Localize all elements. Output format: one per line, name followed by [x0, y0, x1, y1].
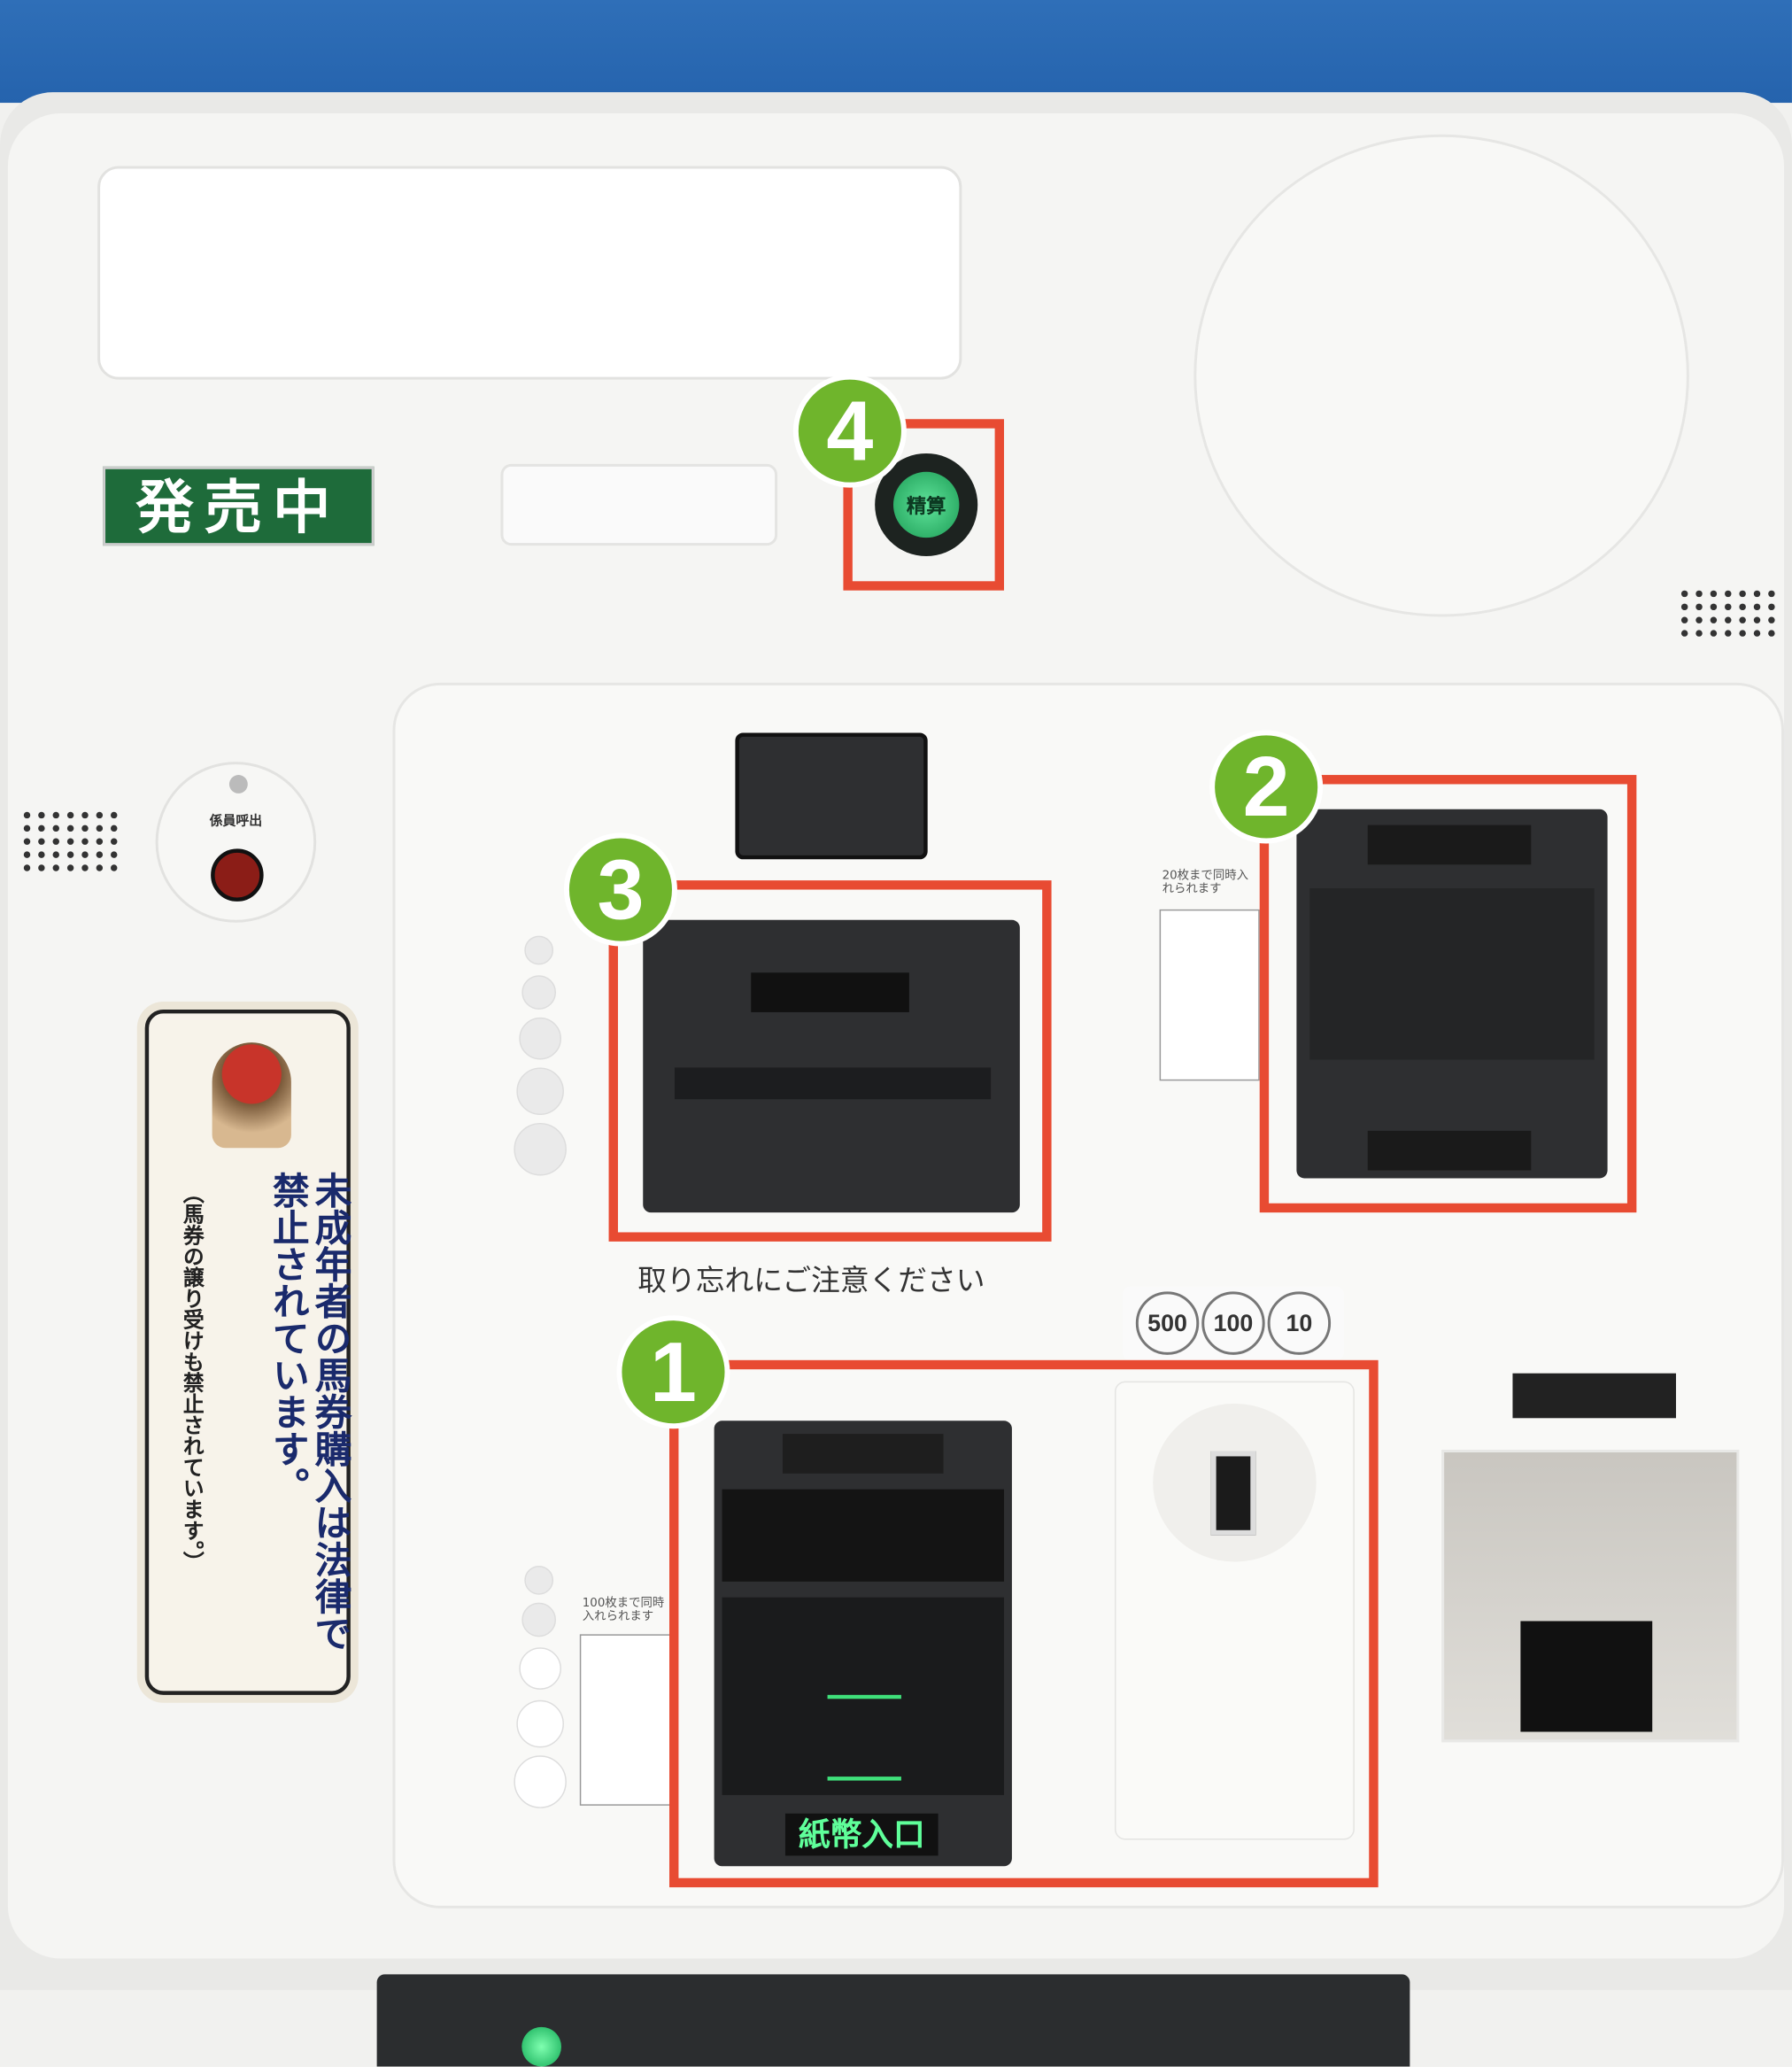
staff-call-panel: 係員呼出: [155, 762, 317, 923]
coin-insert-area[interactable]: [1115, 1381, 1355, 1840]
led: [516, 1699, 564, 1748]
coin-slot: [1210, 1451, 1256, 1536]
green-lamp: [521, 2026, 561, 2067]
coin-100: 100: [1201, 1291, 1265, 1355]
coin-labels: 500 100 10: [1122, 1286, 1344, 1360]
speaker-grille-right: [1680, 590, 1776, 637]
bottom-screen: [376, 1974, 1410, 2067]
settle-button-label: 精算: [892, 471, 960, 538]
highlight-box-3: [608, 880, 1052, 1242]
bill-entry-label: 紙幣入口: [784, 1813, 938, 1856]
led: [521, 1602, 557, 1637]
bill-note: 100枚まで同時入れられます: [582, 1597, 665, 1624]
staff-call-label: 係員呼出: [209, 814, 263, 830]
display-window: [97, 166, 962, 380]
warning-main-text: 未成年者の馬券購入は法律で禁止されています。: [267, 1172, 353, 1652]
highlight-box-2: [1259, 775, 1637, 1213]
bill-illustration: [579, 1634, 672, 1806]
bill-return-opening: [722, 1489, 1005, 1582]
number-badge-1: 1: [616, 1315, 730, 1429]
coin-10: 10: [1267, 1291, 1332, 1355]
number-badge-4: 4: [792, 374, 907, 488]
machine-top-bar: [0, 0, 1792, 104]
slot-label-plate: [782, 1434, 944, 1474]
led: [514, 1755, 567, 1808]
number-badge-3: 3: [563, 832, 677, 947]
settle-button[interactable]: 精算: [875, 453, 978, 557]
led: [519, 1647, 561, 1690]
led: [521, 975, 557, 1010]
led: [514, 1122, 567, 1176]
bill-insert-slot[interactable]: 紙幣入口: [714, 1421, 1012, 1867]
slot-label-plate: [751, 972, 909, 1012]
staff-call-button[interactable]: [211, 848, 264, 902]
bill-guide-light: [827, 1694, 901, 1699]
slot-label-plate: [1367, 824, 1532, 865]
receipt-slot: [735, 732, 928, 860]
card-insert-slot[interactable]: [643, 919, 1020, 1213]
on-sale-sign: 発売中: [103, 466, 375, 546]
change-tray-label: [1512, 1373, 1676, 1419]
bill-opening: [722, 1597, 1005, 1795]
bill-guide-light: [827, 1777, 901, 1781]
coin-500: 500: [1135, 1291, 1200, 1355]
ticket-illustration: [1159, 909, 1260, 1081]
caution-text: 取り忘れにご注意ください: [637, 1265, 985, 1298]
number-badge-2: 2: [1209, 730, 1324, 844]
card-opening: [674, 1067, 992, 1100]
underage-warning-sticker: 未成年者の馬券購入は法律で禁止されています。 （馬券の譲り受けも禁止されています…: [144, 1009, 353, 1695]
led: [519, 1017, 561, 1060]
led: [516, 1067, 564, 1116]
highlight-box-1: [669, 1359, 1379, 1888]
warning-sub-text: （馬券の譲り受けも禁止されています。）: [179, 1181, 205, 1573]
highlight-box-4: [843, 419, 1005, 591]
led: [524, 1565, 554, 1595]
mascot-icon: [212, 1042, 291, 1149]
ticket-slot-note: 20枚まで同時入れられます: [1162, 870, 1248, 896]
card-reader-pad[interactable]: [1193, 134, 1689, 617]
speaker-grille-left: [23, 811, 119, 871]
change-tray[interactable]: [1441, 1450, 1740, 1743]
slot-label-plate: [1367, 1130, 1532, 1171]
indicator-lamp: [228, 775, 248, 794]
ticket-insert-slot[interactable]: [1296, 809, 1608, 1179]
ticket-opening: [1309, 888, 1595, 1060]
led: [524, 935, 554, 965]
blank-label-plate: [500, 463, 778, 546]
change-opening: [1520, 1621, 1653, 1732]
